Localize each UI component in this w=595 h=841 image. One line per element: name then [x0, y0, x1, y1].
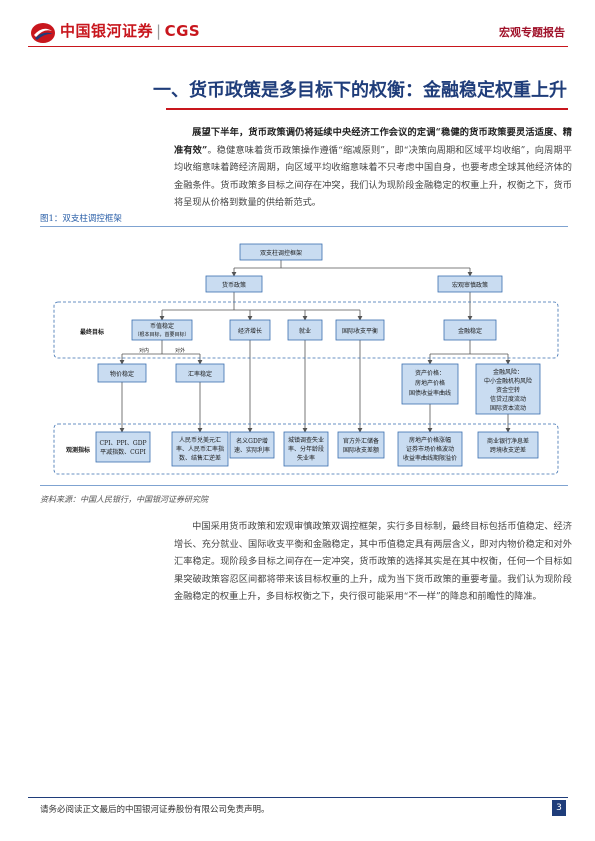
node-fin-risk-line3: 信贷过度流动	[490, 395, 526, 403]
node-fx-stability: 汇率稳定	[188, 370, 212, 378]
indicators-group	[53, 423, 559, 475]
node-root: 双支柱调控框架	[260, 249, 302, 257]
footer-disclaimer: 请务必阅读正文最后的中国银河证券股份有限公司免责声明。	[40, 805, 270, 815]
node-currency-stability-note: （根本目标，首要目标）	[134, 331, 189, 338]
brand-logo: 中国银河证券|CGS	[60, 22, 201, 40]
ind-asset-line1: 房地产价格涨幅	[409, 436, 451, 444]
ind-price-line2: 平减指数、CGPI	[100, 448, 146, 456]
ind-bop-line1: 官方外汇储备	[343, 437, 379, 445]
final-goals-group	[53, 301, 559, 359]
title-underline	[166, 108, 568, 110]
label-internal: 对内	[139, 347, 149, 354]
figure-top-rule	[40, 226, 568, 227]
ind-growth-line1: 名义GDP增	[236, 437, 268, 445]
node-price-stability: 物价稳定	[110, 370, 134, 378]
ind-asset-line3: 收益率曲线期限溢价	[403, 454, 457, 462]
ind-asset-line2: 证券市场价格波动	[406, 445, 454, 453]
node-fin-risk-title: 金融风险：	[493, 368, 523, 376]
intro-paragraph: 展望下半年，货币政策调仍将延续中央经济工作会议的定调“稳健的货币政策要灵活适度、…	[174, 124, 572, 212]
ind-emp-line2: 率、分年龄段	[288, 445, 324, 453]
ind-bop-line2: 国际收支差额	[343, 446, 379, 454]
brand-logo-icon	[31, 23, 55, 43]
node-fin-risk-line1: 中小金融机构风险	[484, 377, 532, 385]
intro-body: 。稳健意味着货币政策操作遵循“缩减原则”，即“决策向周期和区域平均收缩”，向周期…	[174, 144, 572, 209]
brand-cgs: CGS	[164, 22, 201, 40]
label-final-goals: 最终目标	[80, 328, 104, 336]
node-macroprudential: 宏观审慎政策	[452, 281, 488, 289]
ind-risk-line2: 跨境收支逆差	[490, 446, 526, 454]
ind-fx-line2: 率、人民币汇率指	[176, 445, 224, 453]
node-currency-stability: 币值稳定	[150, 322, 174, 330]
ind-fx-line1: 人民币兑美元汇	[179, 436, 221, 444]
node-bop: 国际收支平衡	[342, 327, 378, 335]
body-paragraph: 中国采用货币政策和宏观审慎政策双调控框架，实行多目标制，最终目标包括币值稳定、经…	[174, 518, 572, 606]
node-financial-stability: 金融稳定	[458, 327, 482, 335]
section-title: 一、货币政策是多目标下的权衡：金融稳定权重上升	[153, 80, 567, 101]
node-asset-price-line2: 国债收益率曲线	[409, 389, 451, 397]
ind-price-line1: CPI、PPI、GDP	[99, 440, 146, 447]
ind-growth-line2: 速、实际利率	[234, 446, 270, 454]
intro-lead: 展望下半年，货币政策调仍将延续中央经济工作会议的定调“稳健的货币政策要灵活适度、…	[174, 127, 572, 156]
page-number: 3	[552, 800, 566, 816]
node-fin-risk-line2: 资金空转	[496, 386, 520, 394]
node-asset-price-line1: 房地产价格	[415, 379, 445, 387]
node-employment: 就业	[299, 327, 311, 335]
node-asset-price-title: 资产价格：	[415, 369, 445, 377]
body-text: 中国采用货币政策和宏观审慎政策双调控框架，实行多目标制，最终目标包括币值稳定、经…	[174, 521, 572, 602]
label-external: 对外	[175, 347, 185, 354]
header-divider	[28, 46, 568, 47]
figure-source: 资料来源：中国人民银行，中国银河证券研究院	[40, 495, 208, 504]
node-monetary-policy: 货币政策	[222, 281, 246, 289]
figure-caption: 图1：双支柱调控框架	[40, 214, 122, 224]
brand-name: 中国银河证券	[60, 22, 154, 40]
node-fin-risk-line4: 国际资本流动	[490, 404, 526, 412]
ind-emp-line3: 失业率	[297, 454, 315, 462]
dual-pillar-diagram: 双支柱调控框架 货币政策 宏观审慎政策 最终目标 币值稳定 （根本目标，首要目标…	[53, 243, 559, 475]
ind-emp-line1: 城镇调查失业	[288, 436, 324, 444]
ind-fx-line3: 数、结售汇逆差	[179, 454, 221, 462]
label-indicators: 观测指标	[66, 446, 90, 454]
node-growth: 经济增长	[238, 327, 262, 335]
ind-risk-line1: 商业银行净息差	[487, 437, 529, 445]
report-type: 宏观专题报告	[499, 26, 565, 39]
footer-divider	[28, 797, 568, 798]
figure-bottom-rule	[40, 485, 568, 486]
